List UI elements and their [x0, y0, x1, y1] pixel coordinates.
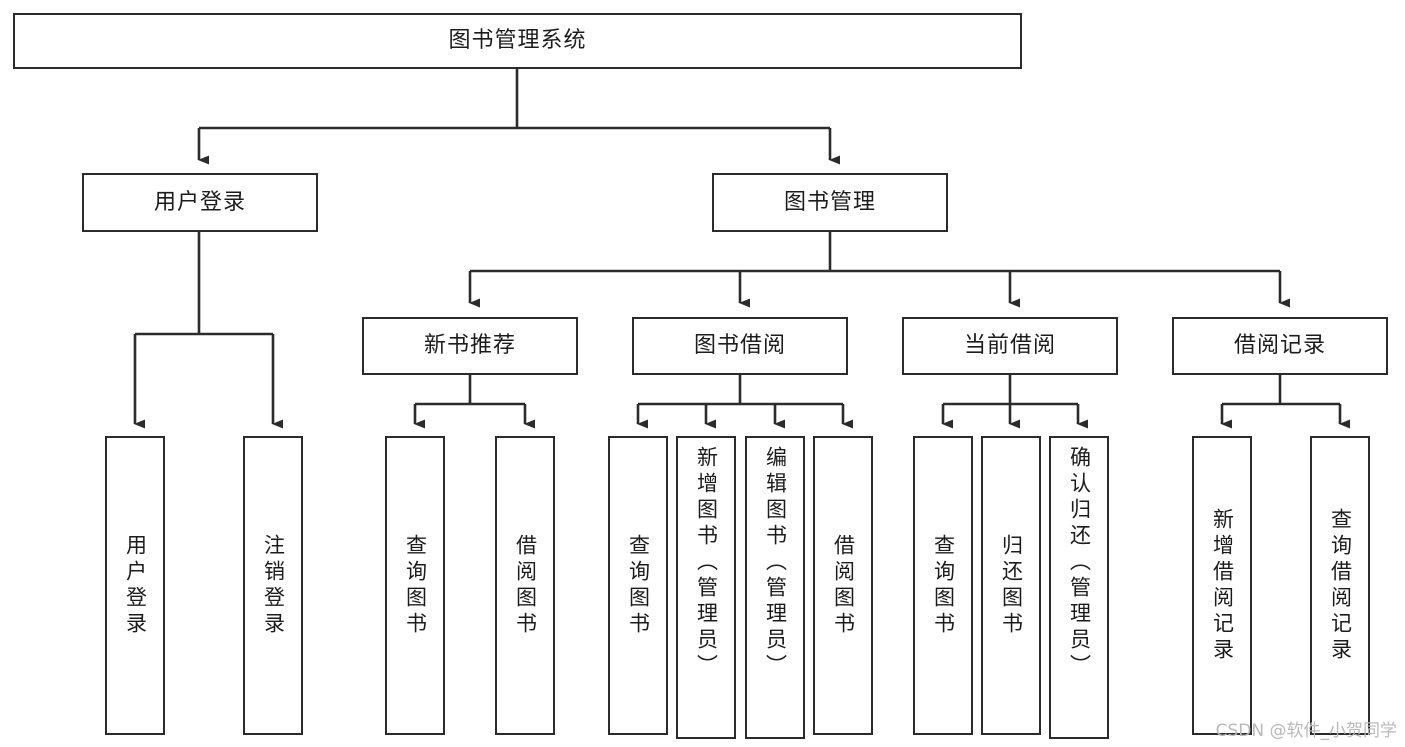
node-leaf-user-logout[interactable]: 注销登录 — [243, 436, 303, 735]
node-leaf-query-book-2[interactable]: 查询图书 — [608, 436, 668, 735]
node-leaf-borrow-book-2-label: 借阅图书 — [831, 533, 856, 638]
node-leaf-query-record-label: 查询借阅记录 — [1328, 507, 1353, 664]
node-new-book-recommend[interactable]: 新书推荐 — [362, 317, 578, 375]
node-leaf-user-login[interactable]: 用户登录 — [105, 436, 165, 735]
node-book-management-label: 图书管理 — [783, 189, 876, 215]
node-leaf-query-book-2-label: 查询图书 — [626, 533, 651, 638]
node-leaf-query-book-1[interactable]: 查询图书 — [385, 436, 445, 735]
node-current-borrow-label: 当前借阅 — [963, 333, 1056, 359]
node-leaf-confirm-return-label: 确认归还（管理员） — [1067, 446, 1092, 680]
node-leaf-query-book-3-label: 查询图书 — [931, 533, 956, 638]
node-user-login-label: 用户登录 — [153, 189, 246, 215]
node-leaf-add-book[interactable]: 新增图书（管理员） — [676, 436, 736, 739]
node-book-management[interactable]: 图书管理 — [712, 173, 948, 232]
node-borrow-record-label: 借阅记录 — [1233, 333, 1326, 359]
node-leaf-edit-book[interactable]: 编辑图书（管理员） — [745, 436, 805, 739]
node-leaf-borrow-book-1-label: 借阅图书 — [513, 533, 538, 638]
node-leaf-borrow-book-2[interactable]: 借阅图书 — [813, 436, 873, 735]
node-root[interactable]: 图书管理系统 — [13, 13, 1022, 69]
node-leaf-query-book-3[interactable]: 查询图书 — [913, 436, 973, 735]
node-root-label: 图书管理系统 — [448, 28, 587, 54]
node-leaf-return-book[interactable]: 归还图书 — [981, 436, 1041, 735]
node-current-borrow[interactable]: 当前借阅 — [902, 317, 1118, 375]
node-leaf-add-record-label: 新增借阅记录 — [1210, 507, 1235, 664]
node-leaf-user-login-label: 用户登录 — [123, 533, 148, 638]
node-leaf-query-book-1-label: 查询图书 — [403, 533, 428, 638]
node-leaf-query-record[interactable]: 查询借阅记录 — [1310, 436, 1370, 735]
node-user-login[interactable]: 用户登录 — [82, 173, 318, 232]
node-leaf-add-book-label: 新增图书（管理员） — [694, 446, 719, 680]
node-book-borrow[interactable]: 图书借阅 — [632, 317, 848, 375]
node-leaf-add-record[interactable]: 新增借阅记录 — [1192, 436, 1252, 735]
node-leaf-return-book-label: 归还图书 — [999, 533, 1024, 638]
node-new-book-recommend-label: 新书推荐 — [423, 333, 516, 359]
node-borrow-record[interactable]: 借阅记录 — [1172, 317, 1388, 375]
node-leaf-edit-book-label: 编辑图书（管理员） — [763, 446, 788, 680]
node-book-borrow-label: 图书借阅 — [693, 333, 786, 359]
node-leaf-confirm-return[interactable]: 确认归还（管理员） — [1049, 436, 1109, 739]
node-leaf-borrow-book-1[interactable]: 借阅图书 — [495, 436, 555, 735]
csdn-watermark: CSDN @软件_小贺同学 — [1215, 721, 1397, 741]
node-leaf-user-logout-label: 注销登录 — [261, 533, 286, 638]
